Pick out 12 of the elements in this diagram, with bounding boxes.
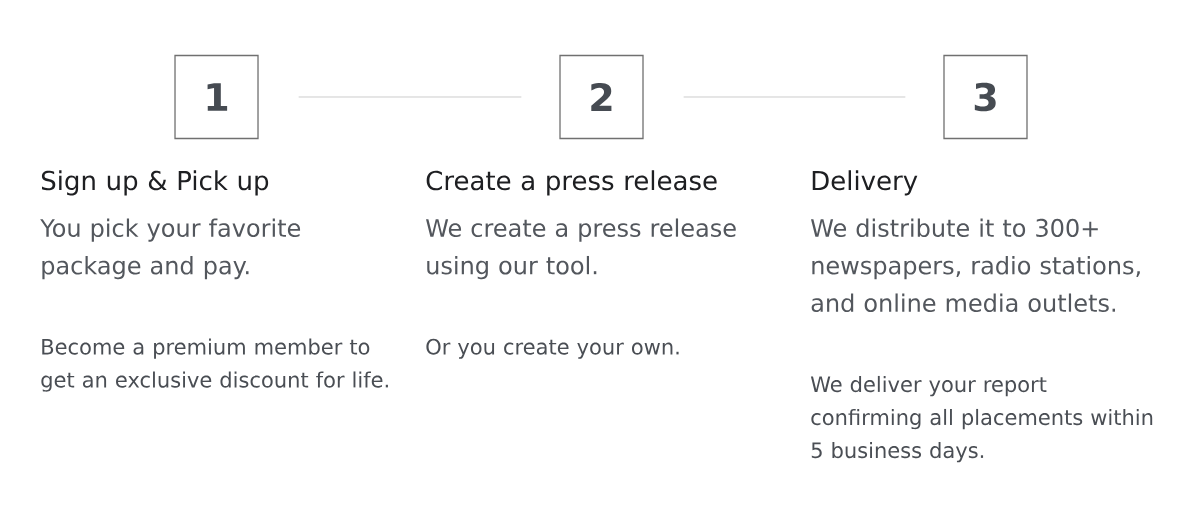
- number-box: 1: [174, 54, 259, 140]
- step-heading: Create a press release: [426, 170, 717, 196]
- step-description: We distribute it to 300+ newspapers, radio stations, and online media outlets.: [811, 218, 1140, 313]
- step-description: We create a press release using our tool.: [426, 218, 736, 280]
- number-box: 2: [559, 54, 644, 140]
- step-heading: Sign up & Pick up: [41, 170, 269, 196]
- step-note: Or you create your own.: [426, 338, 679, 359]
- number-box: 3: [943, 54, 1028, 140]
- step-description: You pick your favorite package and pay.: [40, 218, 301, 280]
- step-heading: Delivery: [812, 170, 918, 196]
- step-note: Become a premium member to get an exclusive discount for life.: [41, 338, 388, 392]
- step-note: We deliver your report confirming all placements within 5 business days.: [810, 375, 1153, 463]
